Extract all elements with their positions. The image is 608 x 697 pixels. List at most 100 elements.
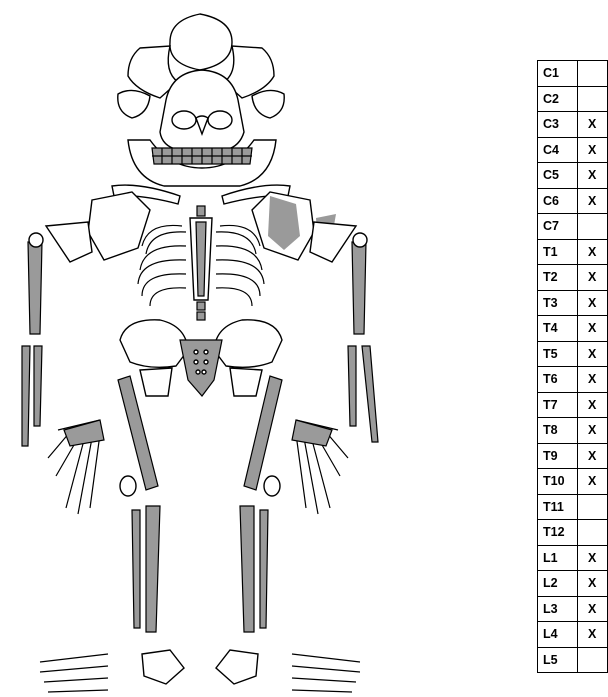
vertebra-mark: X: [578, 137, 608, 163]
humerus-left: [28, 242, 42, 334]
occipital-left: [118, 90, 150, 118]
vertebra-label: C1: [538, 61, 578, 87]
vertebra-row: T12: [538, 520, 608, 546]
tibia-left: [146, 506, 160, 632]
fibula-right: [260, 510, 268, 628]
vertebra-mark: X: [578, 469, 608, 495]
ischium-left: [140, 368, 172, 396]
pelvis: [120, 320, 282, 396]
vertebra-row: T8X: [538, 418, 608, 444]
vertebra-mark: [578, 520, 608, 546]
vertebra-row: T10X: [538, 469, 608, 495]
foot-right: [292, 654, 360, 692]
vertebra-mark: X: [578, 239, 608, 265]
vertebra-row: C1: [538, 61, 608, 87]
vertebra-mark: X: [578, 571, 608, 597]
orbit-right: [208, 111, 232, 129]
vertebra-label: C5: [538, 163, 578, 189]
vertebra-row: C5X: [538, 163, 608, 189]
humerus-right: [352, 242, 366, 334]
vertebra-mark: [578, 494, 608, 520]
scapula-left: [88, 192, 150, 260]
vertebra-mark: X: [578, 188, 608, 214]
vertebra-label: T5: [538, 341, 578, 367]
vertebra-label: T11: [538, 494, 578, 520]
tarsal-left: [142, 650, 184, 684]
vertebra-label: C6: [538, 188, 578, 214]
ischium-right: [230, 368, 262, 396]
vertebra-row: L5: [538, 647, 608, 673]
acromion-right: [310, 222, 356, 262]
foot-left: [40, 654, 108, 692]
tarsal-right: [216, 650, 258, 684]
ulna-left: [34, 346, 42, 426]
vertebra-label: T8: [538, 418, 578, 444]
vertebra-label: L3: [538, 596, 578, 622]
vertebra-row: C2: [538, 86, 608, 112]
vertebra-mark: X: [578, 418, 608, 444]
vertebra-mark: [578, 86, 608, 112]
vertebra-row: T7X: [538, 392, 608, 418]
ribcage: [138, 218, 264, 306]
vertebra-mark: X: [578, 596, 608, 622]
skull: [118, 14, 284, 186]
vertebra-mark: [578, 647, 608, 673]
vertebra-mark: X: [578, 341, 608, 367]
vertebra-label: T3: [538, 290, 578, 316]
orbit-left: [172, 111, 196, 129]
vertebra-mark: X: [578, 112, 608, 138]
vertebra-row: T11: [538, 494, 608, 520]
vertebra-label: C7: [538, 214, 578, 240]
radius-right: [348, 346, 356, 426]
vertebra-mark: X: [578, 290, 608, 316]
vertebra-label: T4: [538, 316, 578, 342]
vertebra-mark: X: [578, 367, 608, 393]
vertebra-label: C3: [538, 112, 578, 138]
vertebra-mark: X: [578, 316, 608, 342]
vertebra-label: C2: [538, 86, 578, 112]
vertebra-mark: X: [578, 622, 608, 648]
acromion-left: [46, 222, 92, 262]
occipital-right: [252, 90, 284, 118]
vertebra-label: L4: [538, 622, 578, 648]
vertebra-label: T12: [538, 520, 578, 546]
vertebra-label: T9: [538, 443, 578, 469]
vertebra-mark: X: [578, 443, 608, 469]
vertebra-label: T6: [538, 367, 578, 393]
ilium-right: [214, 320, 282, 368]
radius-left: [22, 346, 30, 446]
vertebra-row: C7: [538, 214, 608, 240]
vertebra-label: T10: [538, 469, 578, 495]
vertebra-mark: [578, 61, 608, 87]
vertebra-label: T1: [538, 239, 578, 265]
vertebra-mark: [578, 214, 608, 240]
vertebra-row: C4X: [538, 137, 608, 163]
vertebra-mark: X: [578, 392, 608, 418]
ilium-left: [120, 320, 188, 368]
tibia-right: [240, 506, 254, 632]
skeleton-diagram: [0, 0, 500, 697]
vertebra-label: L1: [538, 545, 578, 571]
vertebra-label: T2: [538, 265, 578, 291]
fibula-left: [132, 510, 140, 628]
vertebra-mark: X: [578, 545, 608, 571]
vertebra-label: C4: [538, 137, 578, 163]
vertebra-mark: X: [578, 163, 608, 189]
sacrum: [180, 340, 222, 396]
vertebra-row: T4X: [538, 316, 608, 342]
vertebra-label: L5: [538, 647, 578, 673]
vertebra-label: T7: [538, 392, 578, 418]
